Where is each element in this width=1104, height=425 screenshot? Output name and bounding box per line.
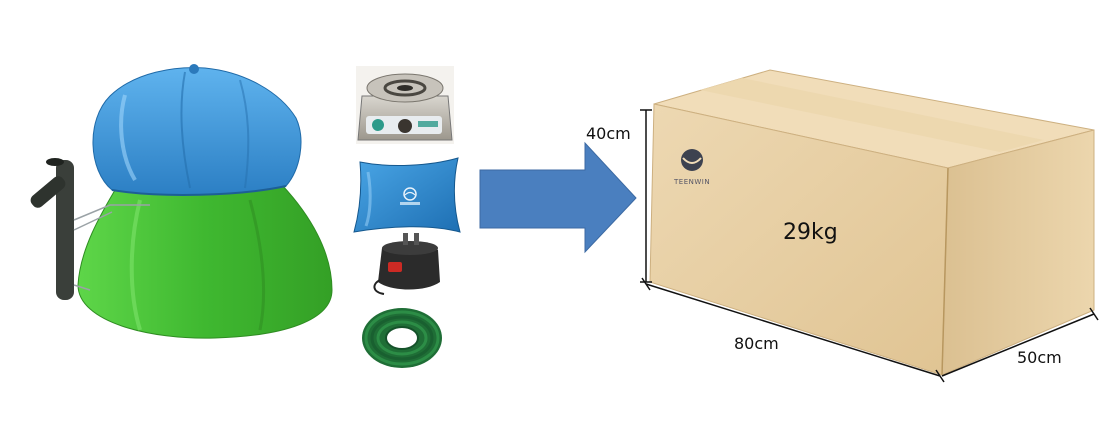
green-hose-coil-image <box>362 308 442 368</box>
box-brand-text: TEENWIN <box>674 178 711 186</box>
dimension-lines <box>640 109 1099 383</box>
biogas-bag-image <box>30 64 333 339</box>
air-pump-image <box>373 233 440 295</box>
box-length-label: 80cm <box>734 334 779 353</box>
gas-stove-image <box>356 66 454 144</box>
box-width-label: 50cm <box>1017 348 1062 367</box>
box-height-label: 40cm <box>586 124 631 143</box>
arrow-right-icon <box>479 141 637 254</box>
blue-pillow-bag-image <box>353 157 461 233</box>
cardboard-box-image <box>649 69 1095 376</box>
box-weight-label: 29kg <box>783 220 838 245</box>
